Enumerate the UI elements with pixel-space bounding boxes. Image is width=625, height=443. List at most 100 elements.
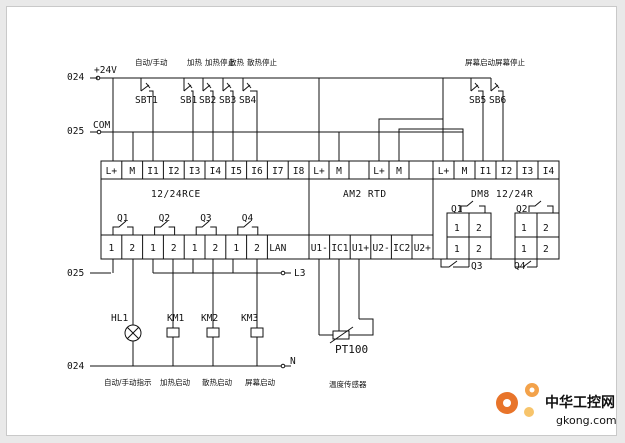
- svg-text:Q1: Q1: [117, 213, 129, 224]
- lamp-hl1: HL1: [111, 313, 142, 342]
- main-bottom-terminal-3: 2: [171, 243, 177, 254]
- svg-text:散热停止: 散热停止: [247, 57, 277, 67]
- svg-text:SB1: SB1: [180, 95, 197, 106]
- main-top-terminal-7: I6: [251, 166, 263, 177]
- svg-text:Q3: Q3: [200, 213, 211, 224]
- svg-text:散热: 散热: [229, 57, 244, 67]
- push-buttons: 自动/手动 SBT1 加热 SB1 加热停止 SB2: [135, 57, 525, 161]
- button-sb3: 散热 SB3: [219, 57, 244, 161]
- button-sb4: 散热停止 SB4: [239, 57, 277, 161]
- dm8-relays: Q1 1 2 Q2 1 2 1 2 1: [440, 200, 560, 272]
- dm8-top-terminal-5: I4: [543, 166, 555, 177]
- svg-text:SB4: SB4: [239, 95, 256, 106]
- main-bottom-terminal-7: 2: [254, 243, 260, 254]
- output-wiring: 025 L3: [67, 259, 305, 387]
- bottom-025-label: 025: [67, 268, 84, 279]
- gkong-watermark: 中华工控网 gkong.com: [496, 383, 617, 427]
- main-top-terminal-4: I3: [189, 166, 200, 177]
- rail-24v-label: +24V: [94, 65, 117, 76]
- watermark-url: gkong.com: [556, 414, 616, 427]
- svg-text:自动/手动: 自动/手动: [135, 57, 168, 67]
- main-top-terminal-9: I8: [293, 166, 305, 177]
- am2-top-terminal-3: M: [396, 166, 402, 177]
- main-top-terminal-2: I1: [147, 166, 159, 177]
- dm8-top-terminals: L+ M I1 I2 I3 I4: [438, 161, 555, 179]
- svg-text:SB2: SB2: [199, 95, 216, 106]
- main-module-name: 12/24RCE: [151, 189, 201, 200]
- dm8-output-q3: Q3: [471, 261, 482, 272]
- svg-text:加热停止: 加热停止: [205, 57, 235, 67]
- rail-com-label: COM: [93, 120, 110, 131]
- main-bottom-terminal-2: 1: [150, 243, 156, 254]
- am2-top-terminals: L+ M L+ M: [308, 161, 410, 179]
- svg-text:2: 2: [476, 223, 482, 234]
- am2-top-terminal-0: L+: [313, 166, 325, 177]
- rail-n-label: N: [290, 356, 296, 367]
- svg-text:加热: 加热: [187, 57, 202, 67]
- am2-bottom-terminal-1: IC1: [331, 243, 348, 254]
- main-top-terminal-8: I7: [272, 166, 283, 177]
- svg-text:屏幕停止: 屏幕停止: [495, 57, 525, 67]
- coil-km1: KM1: [166, 313, 184, 338]
- dm8-top-terminal-1: M: [462, 166, 468, 177]
- dm8-relay-q1-label: Q1: [451, 204, 463, 215]
- svg-text:KM1: KM1: [167, 313, 184, 324]
- main-top-terminal-0: L+: [106, 166, 118, 177]
- svg-text:1: 1: [454, 244, 460, 255]
- main-relays: Q1 Q2 Q3 Q4: [112, 213, 259, 235]
- am2-bottom-terminal-0: U1-: [311, 243, 328, 254]
- schematic-sheet: 024 +24V 025 COM: [6, 6, 617, 436]
- watermark-text: 中华工控网: [545, 394, 615, 411]
- svg-text:SB5: SB5: [469, 95, 486, 106]
- pt100-label: PT100: [335, 343, 368, 356]
- coil-km3: KM3: [241, 313, 264, 338]
- main-top-terminal-5: I4: [210, 166, 222, 177]
- caption-km1: 加热启动: [160, 377, 190, 387]
- coil-km2: KM2: [201, 313, 220, 338]
- dm8-top-terminal-3: I2: [501, 166, 512, 177]
- main-bottom-terminal-6: 1: [233, 243, 239, 254]
- svg-text:SBT1: SBT1: [135, 95, 158, 106]
- button-sb5: 屏幕启动 SB5: [465, 57, 495, 161]
- relay-q2: Q2: [154, 213, 176, 235]
- am2-top-terminal-2: L+: [373, 166, 385, 177]
- caption-km2: 散热启动: [202, 377, 232, 387]
- svg-text:2: 2: [543, 244, 549, 255]
- svg-text:2: 2: [476, 244, 482, 255]
- am2-top-terminal-1: M: [336, 166, 342, 177]
- svg-text:HL1: HL1: [111, 313, 128, 324]
- caption-hl1: 自动/手动指示: [104, 377, 152, 387]
- relay-q1: Q1: [112, 213, 134, 235]
- dm8-module-name: DM8 12/24R: [471, 189, 533, 200]
- svg-text:KM2: KM2: [201, 313, 218, 324]
- main-bottom-terminal-1: 2: [129, 243, 135, 254]
- wiring-schematic: 024 +24V 025 COM: [67, 57, 617, 427]
- dm8-top-terminal-2: I1: [480, 166, 492, 177]
- dm8-output-q4: Q4: [514, 261, 526, 272]
- dm8-top-terminal-0: L+: [438, 166, 450, 177]
- am2-bottom-terminal-3: U2-: [373, 243, 390, 254]
- gear-logo-icon: [496, 383, 539, 417]
- dm8-relay-q2-label: Q2: [516, 204, 527, 215]
- rail-l3-label: L3: [294, 268, 305, 279]
- dm8-top-terminal-4: I3: [522, 166, 533, 177]
- main-top-terminal-1: M: [129, 166, 135, 177]
- main-bottom-terminal-5: 2: [213, 243, 219, 254]
- svg-text:Q4: Q4: [242, 213, 254, 224]
- pt100-caption: 温度传感器: [329, 379, 367, 389]
- relay-q3: Q3: [195, 213, 217, 235]
- svg-text:1: 1: [521, 244, 527, 255]
- relay-q4: Q4: [237, 213, 259, 235]
- svg-text:屏幕启动: 屏幕启动: [465, 57, 495, 67]
- am2-bottom-terminal-2: U1+: [352, 243, 369, 254]
- svg-text:1: 1: [521, 223, 527, 234]
- am2-bottom-terminal-4: IC2: [393, 243, 410, 254]
- button-sb1: 加热 SB1: [180, 57, 202, 161]
- svg-text:2: 2: [543, 223, 549, 234]
- power-rails: 024 +24V 025 COM: [67, 65, 491, 161]
- main-bottom-terminal-4: 1: [192, 243, 198, 254]
